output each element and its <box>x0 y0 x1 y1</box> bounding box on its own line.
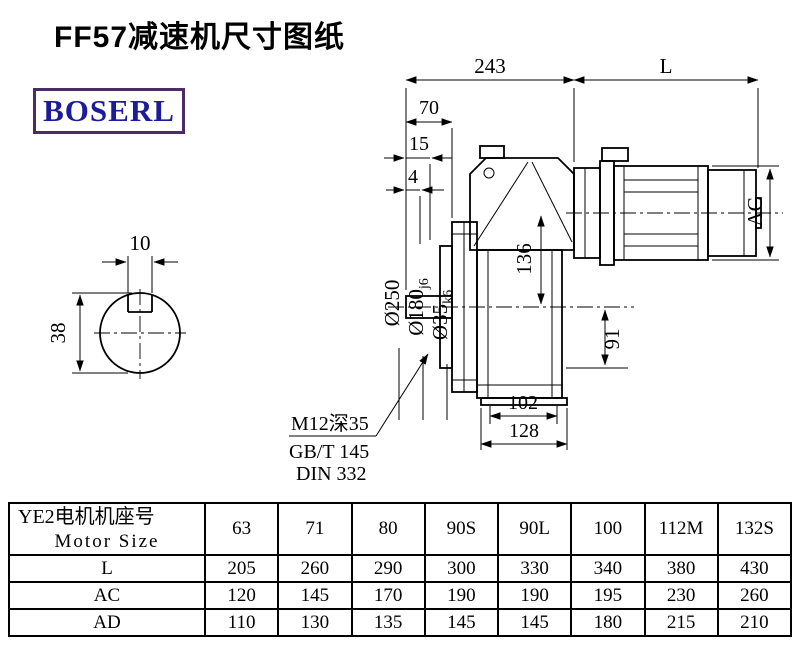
L-132s: 430 <box>716 554 793 583</box>
header-motor-size-en: Motor Size <box>54 530 160 552</box>
AD-71: 130 <box>277 608 353 637</box>
dim-axis-height: 136 <box>512 243 536 275</box>
table-row-L: L 205 260 290 300 330 340 380 430 <box>8 554 793 583</box>
L-90l: 330 <box>496 554 573 583</box>
motor-size-90l: 90L <box>496 502 573 556</box>
dimension-drawing: 10 38 <box>46 54 783 485</box>
L-112m: 380 <box>643 554 719 583</box>
logo-text: BOSERL <box>43 93 175 128</box>
AD-90l: 145 <box>496 608 573 637</box>
dimension-lines: 243 L 70 15 4 Ø250 Ø180j6 Ø35k6 <box>380 54 779 450</box>
L-100: 340 <box>570 554 646 583</box>
dim-shaft-key-height: 38 <box>46 323 70 344</box>
AC-80: 170 <box>350 581 426 610</box>
dim-35-value: Ø35 <box>428 304 452 340</box>
header-motor-size-cn: YE2电机机座号 <box>18 505 155 528</box>
AD-80: 135 <box>350 608 426 637</box>
dim-spigot-diameter: Ø180j6 <box>404 278 432 336</box>
note-din-standard: DIN 332 <box>296 463 367 485</box>
L-71: 260 <box>277 554 353 583</box>
motor-outline <box>573 147 762 266</box>
AC-90s: 190 <box>423 581 500 610</box>
motor-size-100: 100 <box>570 502 646 556</box>
dim-keyway-width: 10 <box>130 231 151 255</box>
dim-foot-102: 102 <box>508 392 538 414</box>
table-row-AC: AC 120 145 170 190 190 195 230 260 <box>8 581 793 610</box>
motor-size-table: YE2电机机座号 Motor Size 63 71 80 90S 90L 100… <box>8 502 793 637</box>
row-label-AC: AC <box>8 581 206 610</box>
dim-motor-length-L: L <box>660 54 673 78</box>
AD-90s: 145 <box>423 608 500 637</box>
dim-foot-128: 128 <box>509 420 539 442</box>
note-tapped-hole: M12深35 <box>291 412 369 435</box>
boserl-logo: BOSERL <box>33 88 185 134</box>
dim-housing-length: 243 <box>474 54 506 78</box>
L-63: 205 <box>203 554 280 583</box>
page-title: FF57减速机尺寸图纸 <box>54 21 346 54</box>
AD-63: 110 <box>203 608 280 637</box>
AC-90l: 190 <box>496 581 573 610</box>
AC-112m: 230 <box>643 581 719 610</box>
motor-size-63: 63 <box>203 502 280 556</box>
AD-112m: 215 <box>643 608 719 637</box>
dim-flange-diameter: Ø250 <box>380 280 404 327</box>
motor-size-90s: 90S <box>423 502 500 556</box>
row-label-L: L <box>8 554 206 583</box>
table-header-row: YE2电机机座号 Motor Size 63 71 80 90S 90L 100… <box>8 502 793 556</box>
AD-100: 180 <box>570 608 646 637</box>
dim-180-value: Ø180 <box>404 289 428 336</box>
L-80: 290 <box>350 554 426 583</box>
motor-size-71: 71 <box>277 502 353 556</box>
dim-motor-diameter-AC: AC <box>743 197 767 226</box>
dim-shaft-length: 70 <box>419 97 439 119</box>
dim-180-fit: j6 <box>417 278 432 290</box>
AC-100: 195 <box>570 581 646 610</box>
L-90s: 300 <box>423 554 500 583</box>
AC-132s: 260 <box>716 581 793 610</box>
AC-71: 145 <box>277 581 353 610</box>
dim-15: 15 <box>409 133 429 155</box>
motor-size-132s: 132S <box>716 502 793 556</box>
table-row-AD: AD 110 130 135 145 145 180 215 210 <box>8 608 793 637</box>
shaft-end-view: 10 38 <box>46 231 186 379</box>
AC-63: 120 <box>203 581 280 610</box>
motor-size-112m: 112M <box>643 502 719 556</box>
center-hole-note: M12深35 GB/T 145 DIN 332 <box>289 353 429 485</box>
note-gb-standard: GB/T 145 <box>289 441 369 463</box>
header-motor-size: YE2电机机座号 Motor Size <box>8 502 206 556</box>
dim-35-fit: k6 <box>441 290 456 304</box>
dim-4: 4 <box>408 166 418 188</box>
motor-size-80: 80 <box>350 502 426 556</box>
dim-91: 91 <box>600 329 624 350</box>
AD-132s: 210 <box>716 608 793 637</box>
row-label-AD: AD <box>8 608 206 637</box>
dim-shaft-diameter: Ø35k6 <box>428 290 456 340</box>
